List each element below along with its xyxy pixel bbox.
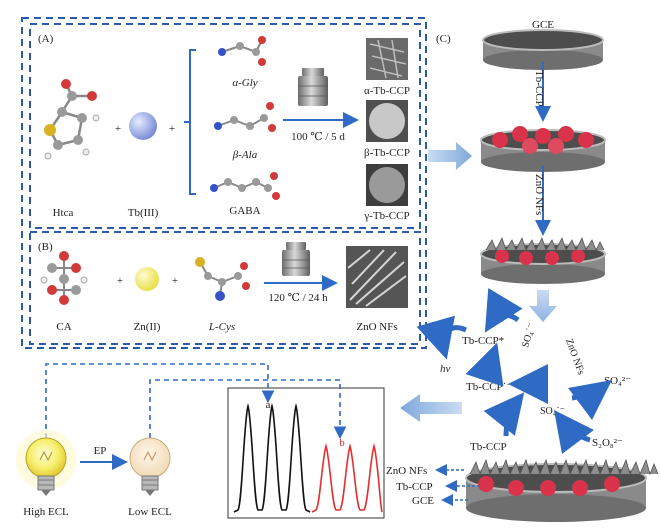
htca-molecule [44,79,100,160]
product-beta: β-Tb-CCP [364,147,410,159]
cycle-arrow [416,315,468,360]
autoclave-icon [282,242,310,276]
sem-texture [347,249,407,307]
mech-s2o8: S₂O₈²⁻ [592,437,623,449]
cycle-arrow [553,410,595,454]
htca-label: Htca [53,207,74,219]
cys-label: L-Cys [208,321,235,333]
sem-texture [369,39,407,79]
product-alpha: α-Tb-CCP [364,85,410,97]
electrode-zno [480,236,606,284]
autoclave-icon [298,68,328,106]
mech-so4rad: SO₄˙⁻ [520,322,537,349]
step2-label: ZnO NFs [533,174,545,215]
mech-excited: Tb-CCP* [462,335,504,347]
plus-sign: + [172,275,178,287]
sem-sphere [369,167,405,203]
cys-molecule [195,257,250,301]
alpha-gly-molecule [218,36,266,66]
cycle-arrow [483,392,525,437]
plus-sign: + [117,275,123,287]
flow-arrow-down [529,290,557,322]
high-ecl-bulb-icon [16,430,76,496]
flow-arrow-left [400,394,462,422]
ecl-plot-frame [227,387,385,519]
high-ecl-label: High ECL [23,506,69,518]
cycle-arrow [508,364,549,405]
product-zno: ZnO NFs [356,321,397,333]
mech-so4rad2: SO₄˙⁻ [540,406,565,417]
low-ecl-label: Low ECL [128,506,172,518]
zn-ion-sphere [135,267,159,291]
condition-a: 100 ℃ / 5 d [291,131,345,143]
panel-a-label: (A) [38,33,54,45]
condition-b: 120 ℃ / 24 h [268,292,328,304]
plus-sign: + [169,123,175,135]
trace-red [311,443,383,513]
peak-a-label: a [266,399,271,411]
gaba-molecule [210,172,280,200]
ep-label: EP [94,445,107,457]
cycle-arrow [484,287,523,333]
ligand-bracket [184,49,196,195]
flow-arrow-right [428,142,472,170]
panel-a-frame [29,23,421,229]
electrode-final [465,458,659,522]
electrode-tbccp [480,126,606,172]
ligand-beta-ala: β-Ala [232,149,258,161]
low-ecl-bulb-icon [129,437,171,496]
connector-low [149,379,347,440]
mech-so4: SO₄²⁻ [604,375,631,387]
ca-label: CA [56,321,71,333]
panel-c-label: (C) [436,33,451,45]
tb-ion-sphere [129,112,157,140]
mech-hv: hν [440,363,451,375]
ca-molecule [40,251,88,305]
tb-label: Tb(III) [128,207,159,219]
ligand-alpha-gly: α-Gly [232,77,257,89]
sem-sphere [369,103,405,139]
electrode-bare [482,29,604,70]
trace-black [233,403,311,513]
layer-zno: ZnO NFs [386,465,427,477]
connector-high [45,363,275,438]
zn-label: Zn(II) [134,321,161,333]
gce-label: GCE [532,19,554,31]
product-gamma: γ-Tb-CCP [363,210,409,222]
layer-gce: GCE [412,495,434,507]
mech-reduced: Tb-CCP˙⁻ [466,381,512,393]
ligand-gaba: GABA [229,205,260,217]
mech-ground: Tb-CCP [470,441,507,453]
cycle-arrow [567,380,613,420]
peak-b-label: b [339,437,345,449]
mech-zno: ZnO NFs [563,337,586,376]
panel-b-frame [29,231,421,345]
plus-sign: + [115,123,121,135]
panel-b-label: (B) [38,241,53,253]
cycle-arrow [465,342,504,387]
step1-label: Tb-CCP [533,70,545,107]
layer-tbccp: Tb-CCP [396,481,433,493]
beta-ala-molecule [214,102,276,132]
outer-dashed-frame [21,17,427,349]
